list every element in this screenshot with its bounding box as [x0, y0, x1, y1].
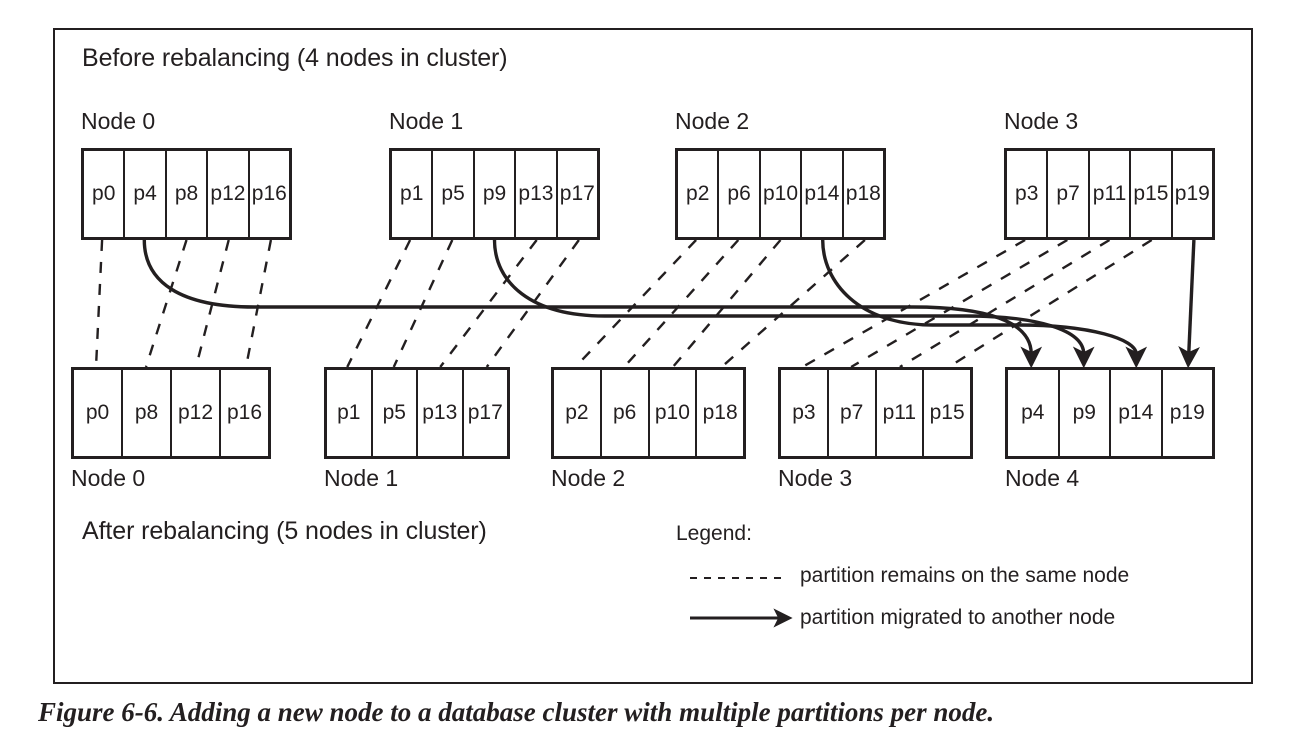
partition-cell: p16 — [249, 151, 290, 237]
partition-cell: p14 — [1111, 370, 1163, 456]
partition-cell: p12 — [208, 151, 250, 237]
partition-cell: p15 — [924, 370, 970, 456]
partition-cell: p5 — [372, 370, 418, 456]
after-rebalancing-heading: After rebalancing (5 nodes in cluster) — [82, 517, 487, 545]
partition-cell: p16 — [221, 370, 268, 456]
partition-cell: p5 — [433, 151, 475, 237]
partition-cell: p3 — [781, 370, 829, 456]
node-label-after-1: Node 1 — [324, 465, 399, 491]
partition-cell: p11 — [876, 370, 925, 456]
legend-title: Legend: — [676, 522, 752, 545]
legend-label-migrated: partition migrated to another node — [800, 606, 1116, 629]
partition-cell: p8 — [123, 370, 172, 456]
node-label-after-4: Node 4 — [1005, 465, 1080, 491]
partition-cell: p2 — [678, 151, 720, 237]
partition-cell: p10 — [649, 370, 698, 456]
partition-cell: p13 — [516, 151, 558, 237]
partition-cell: p14 — [802, 151, 844, 237]
node-label-before-2: Node 2 — [675, 108, 750, 134]
figure-caption: Figure 6-6. Adding a new node to a datab… — [38, 697, 995, 727]
partition-cell: p8 — [166, 151, 209, 237]
partition-cell: p2 — [554, 370, 602, 456]
partition-cell: p18 — [843, 151, 884, 237]
partition-cell: p9 — [1059, 370, 1111, 456]
partition-cell: p0 — [74, 370, 123, 456]
partition-cell: p19 — [1162, 370, 1212, 456]
partition-cell: p10 — [760, 151, 803, 237]
node-label-after-3: Node 3 — [778, 465, 853, 491]
partition-cell: p1 — [327, 370, 373, 456]
partition-cell: p15 — [1131, 151, 1173, 237]
partition-cell: p3 — [1007, 151, 1049, 237]
partition-cell: p17 — [463, 370, 507, 456]
legend-label-same-node: partition remains on the same node — [800, 564, 1130, 587]
before-rebalancing-heading: Before rebalancing (4 nodes in cluster) — [82, 44, 508, 72]
partition-cell: p1 — [392, 151, 434, 237]
partition-cell: p9 — [474, 151, 517, 237]
partition-cell: p6 — [601, 370, 650, 456]
partition-cell: p13 — [418, 370, 464, 456]
node-label-before-3: Node 3 — [1004, 108, 1079, 134]
node-label-before-0: Node 0 — [81, 108, 156, 134]
partition-cell: p4 — [1008, 370, 1060, 456]
partition-cell: p12 — [172, 370, 221, 456]
partition-cell: p4 — [125, 151, 167, 237]
partition-cell: p19 — [1172, 151, 1213, 237]
node-label-after-0: Node 0 — [71, 465, 146, 491]
partition-cell: p17 — [557, 151, 598, 237]
partition-cell: p7 — [828, 370, 877, 456]
partition-cell: p6 — [719, 151, 761, 237]
partition-cell: p18 — [697, 370, 743, 456]
node-label-after-2: Node 2 — [551, 465, 626, 491]
node-label-before-1: Node 1 — [389, 108, 464, 134]
partition-cell: p7 — [1048, 151, 1090, 237]
partition-cell: p11 — [1089, 151, 1132, 237]
partition-cell: p0 — [84, 151, 126, 237]
